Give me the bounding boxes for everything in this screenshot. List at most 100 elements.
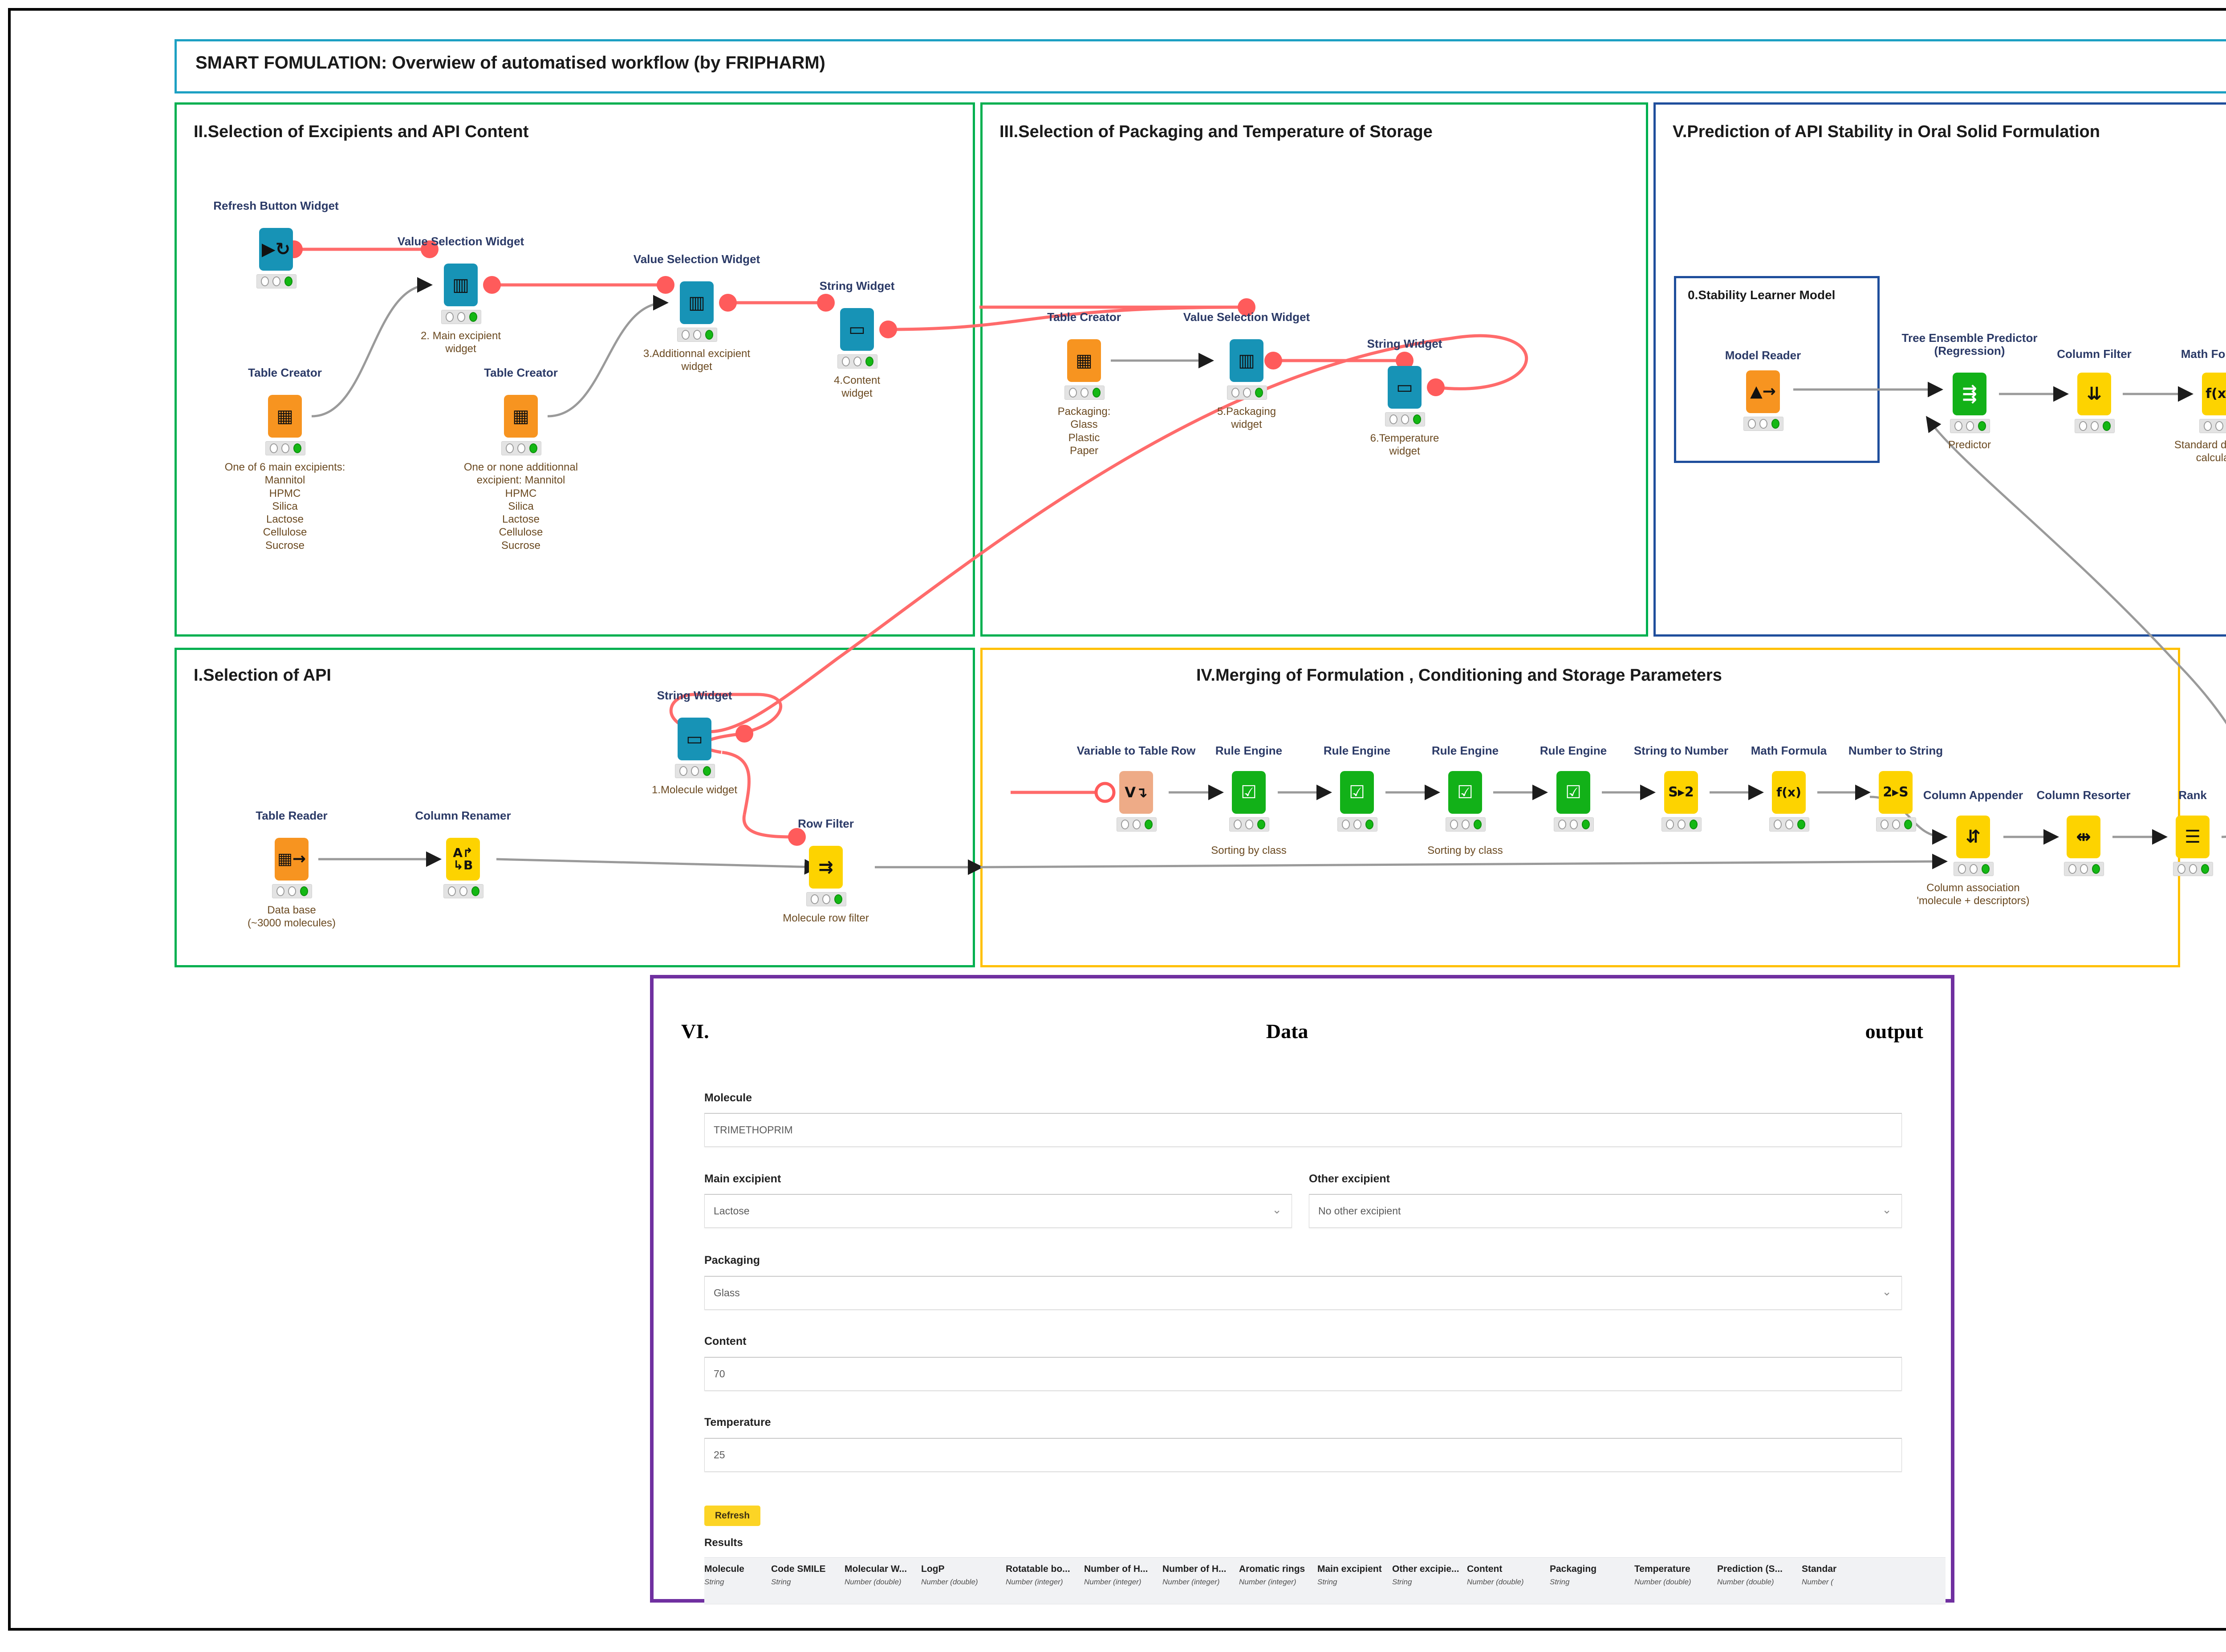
results-column-name: Prediction (S... bbox=[1717, 1564, 1783, 1574]
column-filter-icon[interactable]: ⇊ bbox=[2077, 373, 2111, 415]
node-subtitle: Column association 'molecule + descripto… bbox=[1917, 882, 2030, 907]
stability-learner-group-title: 0.Stability Learner Model bbox=[1688, 288, 1836, 302]
results-column-name: Content bbox=[1467, 1564, 1503, 1574]
temperature-input-value: 25 bbox=[714, 1449, 725, 1461]
node-status-leds bbox=[1337, 817, 1377, 832]
section-iv-title: IV.Merging of Formulation , Conditioning… bbox=[1196, 666, 1722, 685]
node-title: Variable to Table Row bbox=[1076, 744, 1196, 757]
column-resorter-icon[interactable]: ⇹ bbox=[2067, 816, 2100, 858]
rule-engine-icon[interactable]: ☑ bbox=[1232, 771, 1266, 814]
string-widget-icon[interactable]: ▭ bbox=[678, 718, 711, 760]
results-column[interactable]: Other excipie...String bbox=[1392, 1558, 1467, 1604]
other-excipient-select[interactable]: No other excipient ⌄ bbox=[1309, 1194, 1902, 1228]
string-widget-icon[interactable]: ▭ bbox=[1388, 366, 1422, 409]
node-title: Refresh Button Widget bbox=[213, 199, 339, 212]
results-column-type: String bbox=[1317, 1578, 1337, 1586]
results-label: Results bbox=[704, 1537, 743, 1549]
temperature-input[interactable]: 25 bbox=[704, 1438, 1902, 1472]
table-reader-icon[interactable]: ▦→ bbox=[275, 838, 309, 881]
results-column-name: Number of H... bbox=[1162, 1564, 1227, 1574]
rule-engine-icon[interactable]: ☑ bbox=[1340, 771, 1374, 814]
node-title: Model Reader bbox=[1725, 349, 1801, 362]
node-subtitle: Standard deviation calculator bbox=[2174, 439, 2226, 464]
results-column[interactable]: Rotatable bo...Number (integer) bbox=[1006, 1558, 1084, 1604]
number-to-string-icon[interactable]: 2▸S bbox=[1879, 771, 1913, 814]
string-to-number-icon[interactable]: S▸2 bbox=[1664, 771, 1698, 814]
node-status-leds bbox=[677, 328, 717, 342]
results-column-type: String bbox=[771, 1578, 791, 1586]
results-column[interactable]: Molecular W...Number (double) bbox=[845, 1558, 921, 1604]
node-title: Value Selection Widget bbox=[633, 252, 760, 266]
node-status-leds bbox=[443, 884, 483, 898]
node-title: String Widget bbox=[1367, 337, 1442, 350]
table-creator-icon[interactable]: ▦ bbox=[1067, 339, 1101, 382]
node-title: String to Number bbox=[1633, 744, 1729, 757]
node-title: Table Creator bbox=[484, 366, 558, 379]
node-subtitle: One of 6 main excipients: Mannitol HPMC … bbox=[224, 461, 345, 552]
banner-panel: SMART FOMULATION: Overwiew of automatise… bbox=[175, 39, 2226, 93]
math-formula-icon[interactable]: f(x) bbox=[2202, 373, 2226, 415]
results-column-type: Number (double) bbox=[1467, 1578, 1524, 1586]
results-column-name: Number of H... bbox=[1084, 1564, 1148, 1574]
node-status-leds bbox=[1661, 817, 1702, 832]
value-selection-widget-icon[interactable]: ▥ bbox=[680, 281, 714, 324]
table-creator-icon[interactable]: ▦ bbox=[268, 395, 302, 438]
value-selection-widget-icon[interactable]: ▥ bbox=[1230, 339, 1263, 382]
results-column-type: String bbox=[1392, 1578, 1412, 1586]
math-formula-icon[interactable]: f(x) bbox=[1772, 771, 1806, 814]
stability-learner-group: 0.Stability Learner Model bbox=[1674, 276, 1880, 463]
results-column-name: Aromatic rings bbox=[1239, 1564, 1305, 1574]
results-column-type: Number (integer) bbox=[1084, 1578, 1141, 1586]
molecule-input[interactable]: TRIMETHOPRIM bbox=[704, 1113, 1902, 1147]
results-column-type: Number (double) bbox=[921, 1578, 978, 1586]
column-appender-icon[interactable]: ⇵ bbox=[1956, 816, 1990, 858]
node-title: String Widget bbox=[819, 279, 895, 292]
results-column-type: Number (double) bbox=[1717, 1578, 1774, 1586]
data-output-heading: VI. Data output bbox=[681, 1019, 1923, 1043]
rule-engine-icon[interactable]: ☑ bbox=[1448, 771, 1482, 814]
results-column[interactable]: Prediction (S... Number (double) bbox=[1717, 1558, 1802, 1604]
refresh-button[interactable]: Refresh bbox=[704, 1506, 760, 1526]
section-iii-title: III.Selection of Packaging and Temperatu… bbox=[999, 122, 1433, 141]
value-selection-widget-icon[interactable]: ▥ bbox=[444, 264, 478, 306]
row-filter-icon[interactable]: ⇉ bbox=[809, 846, 843, 889]
main-excipient-select[interactable]: Lactose ⌄ bbox=[704, 1194, 1292, 1228]
table-creator-icon[interactable]: ▦ bbox=[504, 395, 538, 438]
node-title: Rule Engine bbox=[1215, 744, 1283, 757]
results-column-name: Rotatable bo... bbox=[1006, 1564, 1070, 1574]
column-renamer-icon[interactable]: A↱ ↳B bbox=[446, 838, 480, 881]
results-column[interactable]: Number of H...Number (integer) bbox=[1162, 1558, 1239, 1604]
chevron-down-icon: ⌄ bbox=[1272, 1203, 1282, 1217]
model-reader-icon[interactable]: ▲→ bbox=[1746, 370, 1780, 413]
packaging-select[interactable]: Glass ⌄ bbox=[704, 1276, 1902, 1310]
node-title: String Widget bbox=[657, 689, 732, 702]
string-widget-icon[interactable]: ▭ bbox=[840, 308, 874, 351]
refresh-button-widget-icon[interactable]: ▶↻ bbox=[259, 228, 293, 271]
other-excipient-select-value: No other excipient bbox=[1318, 1205, 1401, 1217]
rank-icon[interactable]: ☰ bbox=[2176, 816, 2210, 858]
tree-ensemble-predictor-icon[interactable]: ⇶ bbox=[1953, 373, 1986, 415]
results-column[interactable]: Number of H... Number (integer) bbox=[1084, 1558, 1162, 1604]
node-subtitle: One or none additionnal excipient: Manni… bbox=[463, 461, 578, 552]
figure-outer-frame bbox=[8, 8, 2226, 1631]
node-status-leds bbox=[2075, 419, 2115, 433]
results-column-name: Packaging bbox=[1550, 1564, 1597, 1574]
node-status-leds bbox=[675, 764, 715, 778]
node-status-leds bbox=[1227, 386, 1267, 400]
node-title: Value Selection Widget bbox=[397, 235, 524, 248]
rule-engine-icon[interactable]: ☑ bbox=[1556, 771, 1590, 814]
node-subtitle: 2. Main excipient widget bbox=[420, 330, 501, 355]
variable-to-table-row-icon[interactable]: V↴ bbox=[1119, 771, 1153, 814]
content-input[interactable]: 70 bbox=[704, 1357, 1902, 1391]
node-status-leds bbox=[1117, 817, 1157, 832]
